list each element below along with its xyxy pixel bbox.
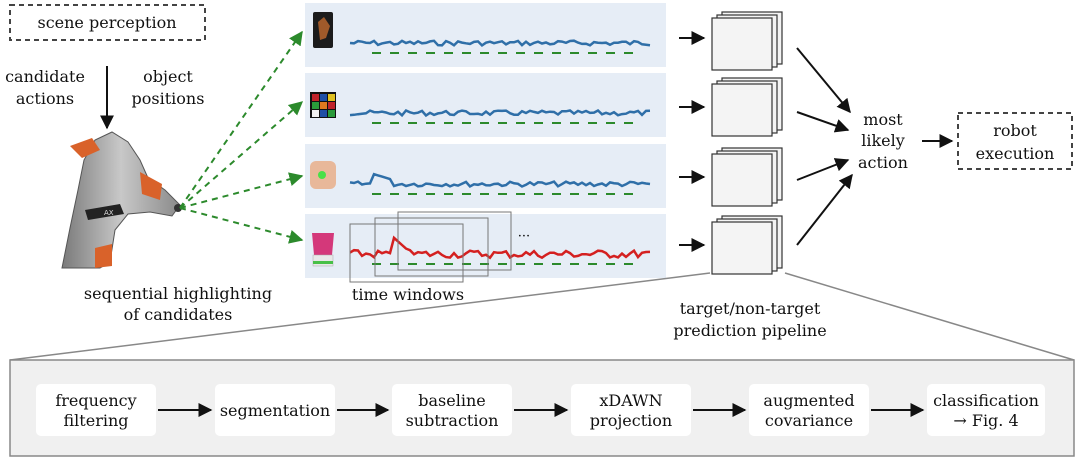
robot-execution-box: robot execution [957, 112, 1073, 170]
highlight-arrow-4 [179, 207, 304, 244]
signal-panel-3 [305, 144, 666, 208]
signal-panel-4 [305, 211, 666, 283]
pipeline-step-box [927, 384, 1045, 436]
signal-panel-bg [305, 214, 666, 278]
scene-perception-label: scene perception [37, 13, 176, 32]
signal-trace [349, 235, 651, 260]
signal-trace [349, 108, 651, 118]
signal-trace [349, 172, 651, 188]
object-lamp-icon [310, 161, 336, 189]
pipeline-panel [9, 359, 1075, 457]
pipeline-step-box [392, 384, 512, 436]
candidate-actions-line2: actions [16, 89, 74, 108]
stack-to-decision-arrows [796, 47, 853, 246]
pipeline-step-box [571, 384, 691, 436]
object-cube-icon [310, 92, 336, 118]
robot-arm-image: AX [61, 131, 182, 269]
object-positions-line1: object [143, 67, 193, 86]
signal-panels [305, 3, 666, 283]
most-likely-line2: likely [861, 131, 905, 150]
robot-execution-line1: robot [993, 121, 1037, 140]
pipeline-step-label: xDAWN [599, 391, 662, 410]
stack-layer [711, 83, 773, 137]
sequential-highlighting-line1: sequential highlighting [84, 284, 272, 303]
pipeline-step-label: classification [933, 391, 1039, 410]
robot-execution-line2: execution [976, 144, 1055, 163]
pipeline-step-label: filtering [64, 411, 129, 430]
sequential-highlighting-line2: of candidates [124, 305, 233, 324]
prediction-stacks [711, 11, 783, 275]
panel-to-stack-arrows [679, 31, 706, 252]
time-window-2 [374, 217, 489, 277]
most-likely-line3: action [858, 153, 908, 172]
stack-layer [711, 221, 773, 275]
time-windows-label: time windows [352, 285, 464, 304]
pipeline-step-label: subtraction [406, 411, 499, 430]
prediction-stack-2 [711, 77, 783, 137]
signal-panel-1 [305, 3, 666, 67]
signal-panel-bg [305, 3, 666, 67]
pipeline-step-box [749, 384, 869, 436]
object-positions-line2: positions [132, 89, 205, 108]
pipeline-label-line2: prediction pipeline [673, 321, 826, 340]
signal-panel-bg [305, 144, 666, 208]
stack-layer [711, 17, 773, 71]
stack-layer [711, 153, 773, 207]
pipeline-step-label: segmentation [220, 401, 330, 420]
highlight-arrow-1 [179, 30, 303, 209]
object-card-icon [313, 12, 333, 48]
pipeline-step-label: projection [590, 411, 672, 430]
candidate-actions-line1: candidate [5, 67, 85, 86]
zoom-lines [9, 272, 1075, 361]
ellipsis-label: ··· [518, 229, 530, 244]
time-window-3 [397, 211, 512, 271]
object-cup-icon [312, 233, 334, 267]
robot-logo: AX [104, 209, 114, 217]
highlight-arrow-2 [179, 101, 304, 209]
signal-trace [349, 39, 651, 48]
signal-panel-bg [305, 73, 666, 137]
pipeline-step-label: baseline [418, 391, 485, 410]
pipeline-step-label: frequency [55, 391, 136, 410]
pipeline-step-box [36, 384, 156, 436]
pipeline-step-6: classification→ Fig. 4 [927, 384, 1045, 436]
pipeline-step-label: covariance [765, 411, 853, 430]
prediction-stack-1 [711, 11, 783, 71]
highlight-arrows [179, 30, 304, 244]
pipeline-step-label: → Fig. 4 [953, 411, 1018, 430]
pipeline-step-box [215, 384, 335, 436]
time-window-1 [349, 223, 464, 283]
pipeline-step-label: augmented [763, 391, 854, 410]
signal-panel-2 [305, 73, 666, 137]
prediction-stack-4 [711, 215, 783, 275]
most-likely-line1: most [863, 110, 903, 129]
pipeline-step-2: segmentation [215, 384, 335, 436]
pipeline-label-line1: target/non-target [680, 299, 821, 318]
scene-perception-box: scene perception [9, 4, 206, 41]
prediction-stack-3 [711, 147, 783, 207]
